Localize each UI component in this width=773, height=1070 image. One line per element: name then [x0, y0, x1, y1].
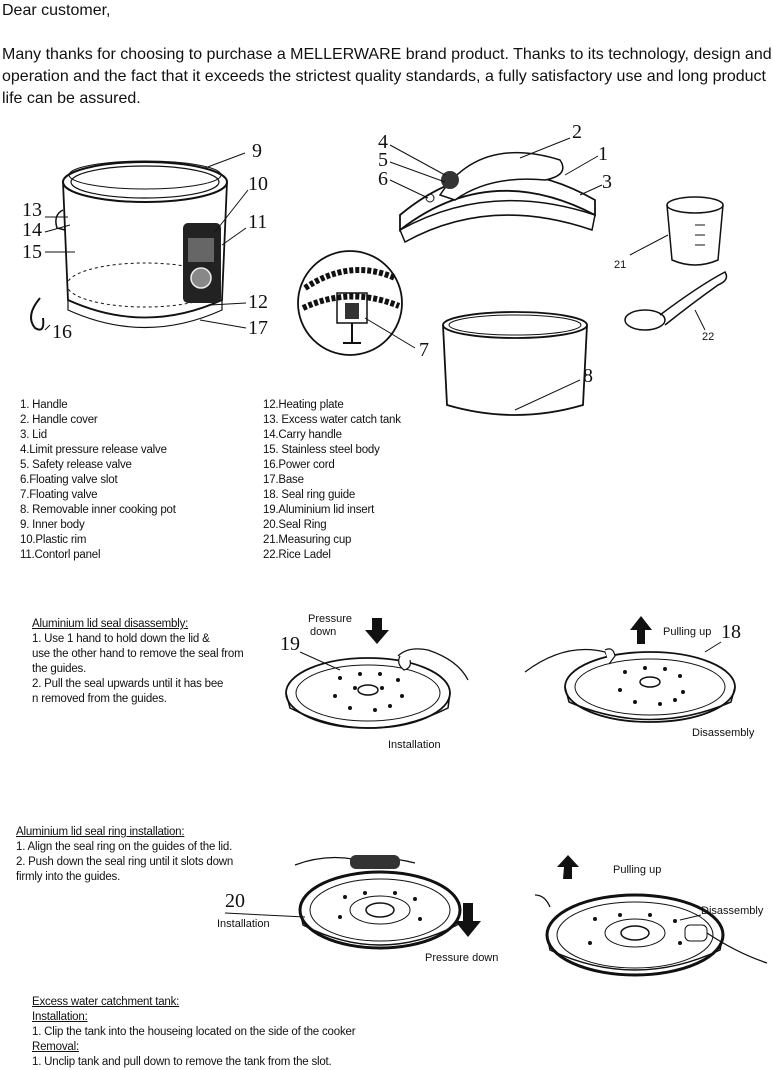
arrow-up-icon	[557, 855, 579, 879]
pulling-up-label: Pulling up	[663, 626, 711, 638]
lid-diagram: 4 5 6 2 1 3	[378, 121, 612, 244]
part-item: 7.Floating valve	[20, 489, 98, 501]
installation-label: Installation	[217, 918, 270, 930]
instruction-line: 2. Pull the seal upwards until it has be…	[32, 678, 224, 690]
arrow-down-icon	[455, 903, 481, 937]
greeting: Dear customer,	[2, 2, 111, 19]
part-item: 10.Plastic rim	[20, 534, 87, 546]
label-4: 4	[378, 131, 388, 153]
part-item: 1. Handle	[20, 399, 68, 411]
part-item: 17.Base	[263, 474, 304, 486]
label-5: 5	[378, 149, 388, 171]
part-item: 15. Stainless steel body	[263, 444, 380, 456]
label-19: 19	[280, 633, 300, 655]
label-16: 16	[52, 321, 72, 343]
intro-paragraph: Many thanks for choosing to purchase a M…	[2, 46, 772, 107]
label-11: 11	[248, 211, 267, 233]
seal-installation-figure-2: 20 Installation Pressure down	[217, 855, 498, 964]
inner-pot-diagram: 8	[442, 311, 593, 416]
installation-label: Installation	[388, 739, 441, 751]
section-title: Excess water catchment tank:	[32, 996, 180, 1008]
part-item: 16.Power cord	[263, 459, 335, 471]
part-item: 5. Safety release valve	[20, 459, 132, 471]
part-item: 13. Excess water catch tank	[263, 414, 401, 426]
cooker-body-diagram: 9 10 11 12 17 13 14 15 16	[22, 140, 268, 343]
label-9: 9	[252, 140, 262, 162]
part-item: 3. Lid	[20, 429, 47, 441]
section-title: Aluminium lid seal disassembly:	[32, 618, 189, 630]
water-tank-instructions: Excess water catchment tank: Installatio…	[32, 995, 356, 1070]
label-12: 12	[248, 291, 268, 313]
label-1: 1	[598, 143, 608, 165]
part-item: 2. Handle cover	[20, 414, 98, 426]
instruction-line: 1. Unclip tank and pull down to remove t…	[32, 1056, 332, 1068]
seal-installation-instructions: Aluminium lid seal ring installation: 1.…	[16, 825, 233, 885]
part-item: 12.Heating plate	[263, 399, 344, 411]
part-item: 20.Seal Ring	[263, 519, 327, 531]
pressure-label: down	[310, 626, 336, 638]
label-3: 3	[602, 171, 612, 193]
label-17: 17	[248, 317, 268, 339]
pulling-up-label: Pulling up	[613, 864, 661, 876]
floating-valve-detail: 7	[297, 250, 429, 361]
subsection-label: Removal:	[32, 1041, 79, 1053]
part-item: 18. Seal ring guide	[263, 489, 356, 501]
disassembly-label: Disassembly	[692, 727, 755, 739]
intro: Dear customer, Many thanks for choosing …	[2, 0, 772, 132]
part-item: 9. Inner body	[20, 519, 85, 531]
part-item: 14.Carry handle	[263, 429, 342, 441]
label-7: 7	[419, 339, 429, 361]
part-item: 21.Measuring cup	[263, 534, 352, 546]
instruction-line: 1. Align the seal ring on the guides of …	[16, 841, 233, 853]
instruction-line: n removed from the guides.	[32, 693, 167, 705]
seal-disassembly-figure-1: Pulling up 18 Disassembly	[524, 616, 755, 739]
label-6: 6	[378, 168, 388, 190]
seal-installation-figure-1: Pressure down 19 Installation	[280, 613, 469, 751]
instruction-line: the guides.	[32, 663, 87, 675]
part-item: 6.Floating valve slot	[20, 474, 118, 486]
instruction-line: 1. Use 1 hand to hold down the lid &	[32, 633, 210, 645]
arrow-down-icon	[365, 618, 389, 644]
pressure-label: Pressure	[308, 613, 352, 625]
label-18: 18	[721, 621, 741, 643]
measuring-cup-and-ladle: 21 22	[614, 196, 728, 343]
label-10: 10	[248, 173, 268, 195]
label-13: 13	[22, 199, 42, 221]
disassembly-label: Disassembly	[701, 905, 764, 917]
seal-disassembly-instructions: Aluminium lid seal disassembly: 1. Use 1…	[32, 617, 244, 707]
parts-list-right: 12.Heating plate 13. Excess water catch …	[263, 398, 401, 563]
label-22: 22	[702, 331, 714, 343]
section-title: Aluminium lid seal ring installation:	[16, 826, 185, 838]
parts-list-left: 1. Handle 2. Handle cover 3. Lid 4.Limit…	[20, 398, 176, 563]
label-21: 21	[614, 259, 626, 271]
part-item: 8. Removable inner cooking pot	[20, 504, 176, 516]
label-2: 2	[572, 121, 582, 143]
arrow-up-icon	[630, 616, 652, 644]
label-15: 15	[22, 241, 42, 263]
pressure-down-label: Pressure down	[425, 952, 498, 964]
instruction-line: firmly into the guides.	[16, 871, 121, 883]
part-item: 4.Limit pressure release valve	[20, 444, 167, 456]
label-14: 14	[22, 219, 42, 241]
instruction-line: 2. Push down the seal ring until it slot…	[16, 856, 234, 868]
part-item: 19.Aluminium lid insert	[263, 504, 375, 516]
label-8: 8	[583, 365, 593, 387]
seal-disassembly-figure-2: Pulling up Disassembly	[534, 855, 768, 977]
part-item: 22.Rice Ladel	[263, 549, 331, 561]
subsection-label: Installation:	[32, 1011, 88, 1023]
instruction-line: use the other hand to remove the seal fr…	[32, 648, 244, 660]
part-item: 11.Contorl panel	[20, 549, 101, 561]
label-20: 20	[225, 890, 245, 912]
instruction-line: 1. Clip the tank into the houseing locat…	[32, 1026, 356, 1038]
